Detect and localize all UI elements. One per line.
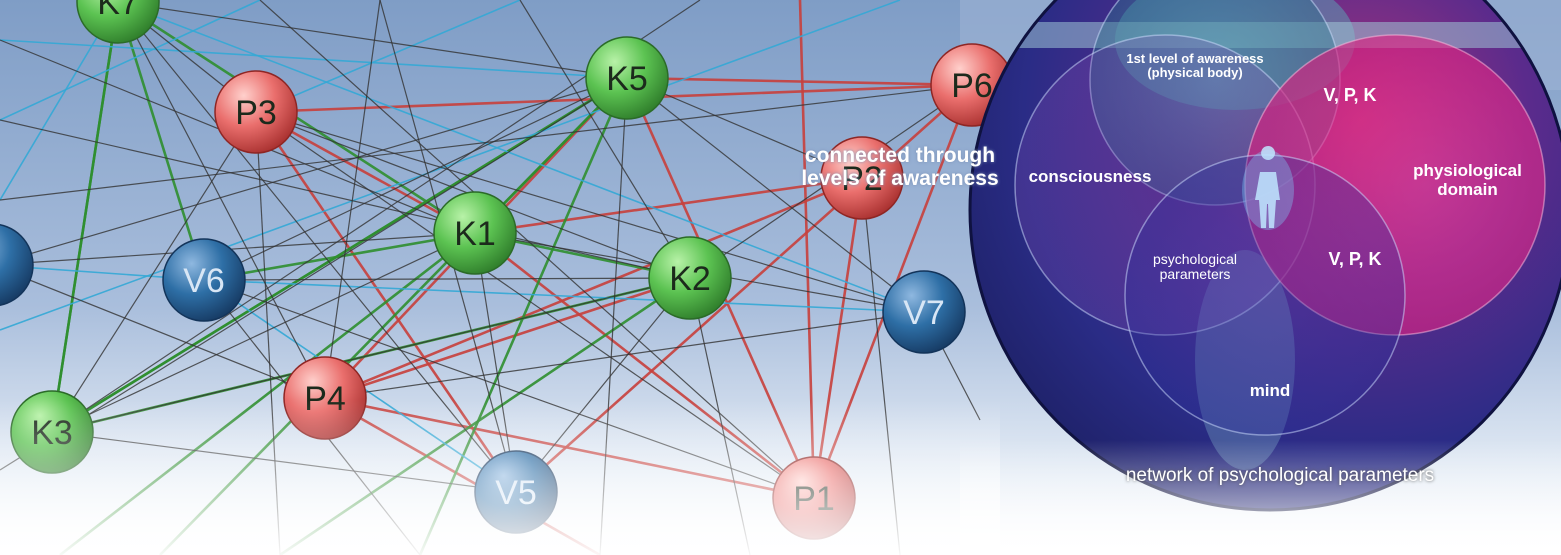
node-label: 2 — [0, 247, 1, 285]
node-circle — [648, 236, 732, 320]
node-label: K5 — [606, 60, 648, 98]
network-edge — [324, 276, 691, 400]
node-circle — [585, 36, 669, 120]
venn-bottom-fade — [960, 440, 1561, 555]
network-edge — [0, 0, 901, 331]
network-edge — [117, 1, 925, 313]
network-edge — [324, 311, 925, 399]
node-k7: K7 — [76, 0, 160, 44]
node-label: P6 — [951, 67, 993, 105]
node-label: V6 — [183, 262, 225, 300]
network-edge — [50, 1, 120, 433]
venn-diagram — [968, 0, 1561, 512]
network-edge — [0, 119, 691, 279]
node-k2: K2 — [648, 236, 732, 320]
network-edge — [255, 111, 925, 313]
network-edge — [626, 77, 863, 179]
network-edge — [203, 277, 691, 281]
vpk-upper-label: V, P, K — [1323, 85, 1377, 105]
center-figure — [1255, 146, 1280, 228]
network-edge — [519, 0, 691, 279]
network-edge — [0, 0, 261, 121]
network-caption: connected through levels of awareness — [801, 144, 999, 191]
node-label: P2 — [841, 160, 883, 198]
network-edge — [51, 111, 257, 433]
node-v6: V6 — [162, 238, 246, 322]
network-edge — [203, 231, 476, 282]
node-circle — [214, 70, 298, 154]
node-k1: K1 — [433, 191, 517, 275]
network-edge — [474, 176, 863, 235]
network-edge — [203, 279, 925, 313]
network-edge — [324, 0, 381, 399]
node-circle — [76, 0, 160, 44]
node-p2: P2 — [820, 136, 904, 220]
node-label: P3 — [235, 94, 277, 132]
physiological-domain-label: physiological domain — [1413, 161, 1522, 199]
node-circle — [0, 224, 34, 306]
node-circle — [820, 136, 904, 220]
mind-label: mind — [1249, 381, 1291, 400]
network-edge — [324, 176, 863, 400]
node-v2: 2 — [0, 224, 34, 306]
node-circle — [162, 238, 246, 322]
node-label: K2 — [669, 260, 711, 298]
network-edge — [0, 232, 476, 266]
node-p3: P3 — [214, 70, 298, 154]
vpk-lower-label: V, P, K — [1328, 249, 1382, 269]
network-edge — [255, 0, 521, 113]
node-label: K7 — [97, 0, 139, 22]
network-edge — [0, 77, 628, 264]
venn-caption: network of psychological parameters — [1125, 465, 1435, 486]
node-circle — [882, 270, 966, 354]
consciousness-label: consciousness — [1028, 167, 1152, 186]
bottom-fade — [0, 400, 1000, 555]
venn-top-label: 1st level of awareness (physical body) — [1120, 51, 1270, 81]
network-edge — [117, 1, 628, 79]
psychological-parameters-label: psychological parameters — [1152, 251, 1238, 283]
network-edge — [51, 232, 476, 433]
node-label: V7 — [903, 294, 945, 332]
network-edge — [626, 77, 925, 313]
venn-top-label-text: 1st level of awareness (physical body) — [1126, 51, 1264, 81]
node-circle — [433, 191, 517, 275]
node-k5: K5 — [585, 36, 669, 120]
network-edge — [0, 39, 628, 79]
network-edge — [0, 267, 326, 399]
node-v7: V7 — [882, 270, 966, 354]
node-label: K1 — [454, 215, 496, 253]
network-edge — [117, 1, 326, 399]
